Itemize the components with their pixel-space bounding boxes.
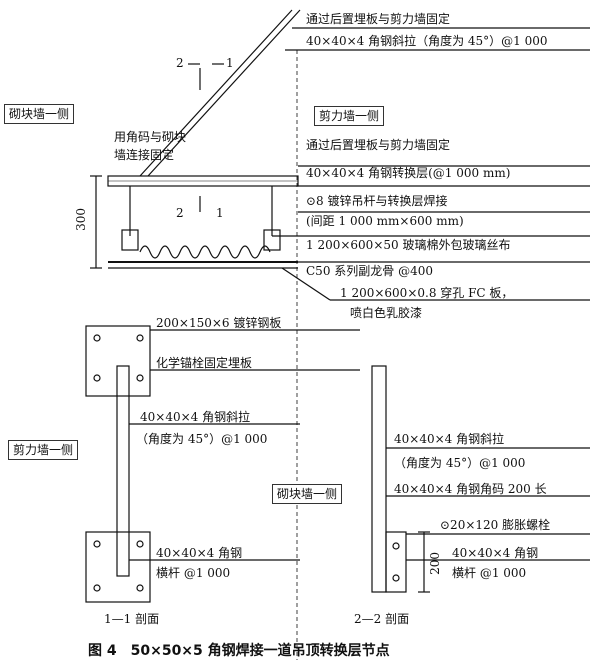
label-cut1: 2 [176, 56, 184, 70]
label-paint: 喷白色乳胶漆 [350, 306, 423, 320]
section22-angle-code [385, 531, 407, 593]
label-top2: 40×40×4 角钢斜拉（角度为 45°）@1 000 [306, 34, 548, 48]
label-hanger: ⊙8 镀锌吊杆与转换层焊接 [306, 194, 448, 208]
label-hanger-spacing: (间距 1 000 mm×600 mm) [306, 214, 464, 228]
label-angle-fix2: 墙连接固定 [114, 148, 175, 162]
label-section22: 2—2 剖面 [354, 612, 410, 626]
label-angle-fix: 用角码与砌块 [114, 130, 187, 144]
section11-plate-top [85, 325, 151, 397]
label-glass-wool: 1 200×600×50 玻璃棉外包玻璃丝布 [306, 238, 511, 252]
label-angle-bar2: 40×40×4 角钢 [452, 546, 539, 560]
label-masonry-side: 砌块墙一侧 [4, 104, 75, 124]
label-angle-bar: 40×40×4 角钢 [156, 546, 243, 560]
label-brace1: 40×40×4 角钢斜拉 [140, 410, 251, 424]
figure-caption: 图 4 50×50×5 角钢焊接一道吊顶转换层节点 [88, 643, 390, 659]
dim-200: 200 [428, 552, 442, 575]
label-brace2: 40×40×4 角钢斜拉 [394, 432, 505, 446]
label-bolt: ⊙20×120 膨胀螺栓 [440, 518, 551, 532]
label-brace2b: （角度为 45°）@1 000 [394, 456, 526, 470]
label-shear-side: 剪力墙一侧 [314, 106, 385, 126]
diagonal-brace [139, 9, 293, 177]
section11-brace [116, 365, 130, 577]
label-cut3: 2 [176, 206, 184, 220]
label-brace1b: （角度为 45°）@1 000 [136, 432, 268, 446]
label-crossbar: 横杆 @1 000 [156, 566, 231, 580]
label-chem-anchor: 化学锚栓固定埋板 [156, 356, 253, 370]
label-top1: 通过后置埋板与剪力墙固定 [306, 12, 451, 26]
label-fc-board: 1 200×600×0.8 穿孔 FC 板， [340, 286, 514, 300]
label-cut4: 1 [216, 206, 224, 220]
label-section11: 1—1 剖面 [104, 612, 160, 626]
section11-plate-bottom [85, 531, 151, 603]
dim-300: 300 [74, 208, 88, 231]
label-angle-code: 40×40×4 角钢角码 200 长 [394, 482, 547, 496]
label-keel: C50 系列副龙骨 @400 [306, 264, 433, 278]
label-transfer: 40×40×4 角钢转换层(@1 000 mm) [306, 166, 511, 180]
label-shear-side2: 剪力墙一侧 [8, 440, 79, 460]
section22-brace [371, 365, 387, 593]
label-masonry-side2: 砌块墙一侧 [272, 484, 343, 504]
label-embed-fix: 通过后置埋板与剪力墙固定 [306, 138, 451, 152]
glass-wool [139, 245, 271, 259]
label-cut2: 1 [226, 56, 234, 70]
label-steel-plate: 200×150×6 镀锌钢板 [156, 316, 282, 330]
label-crossbar2: 横杆 @1 000 [452, 566, 527, 580]
